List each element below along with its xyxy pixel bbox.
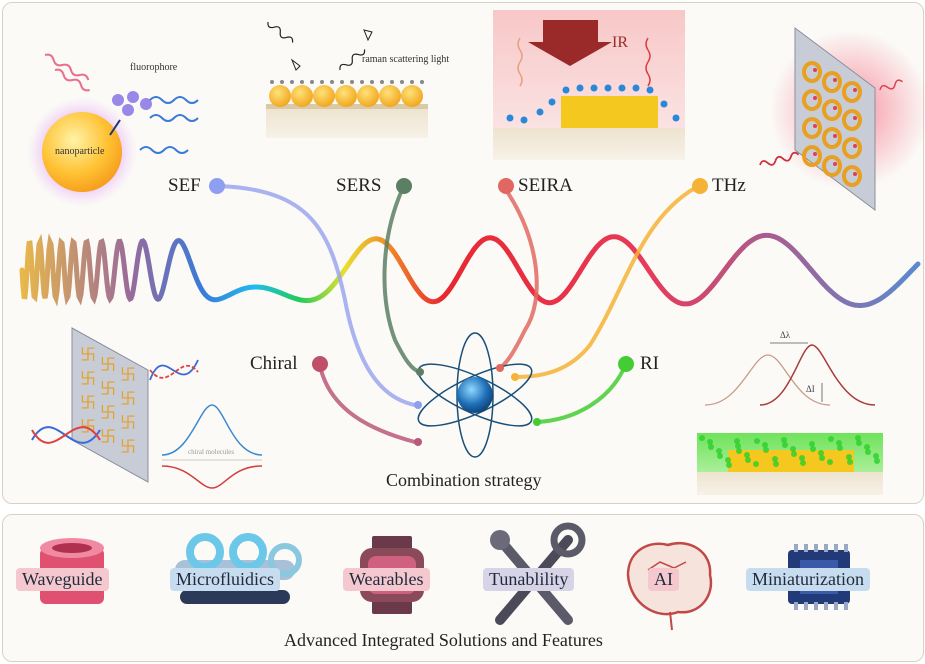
svg-text:卐: 卐 xyxy=(120,389,136,408)
atom-icon xyxy=(414,332,541,458)
svg-text:卐: 卐 xyxy=(120,413,136,432)
feature-wearables: Wearables xyxy=(343,568,430,591)
nanoparticle-label: nanoparticle xyxy=(55,146,105,157)
seira-curve xyxy=(498,188,539,370)
sers-dot xyxy=(396,178,412,194)
chiral-curve xyxy=(318,365,416,444)
feature-tunability: Tunablility xyxy=(483,568,575,591)
svg-text:卐: 卐 xyxy=(80,345,96,364)
thz-curve xyxy=(514,186,697,379)
delta-lambda-label: Δλ xyxy=(780,330,791,340)
feature-waveguide: Waveguide xyxy=(16,568,109,591)
sers-curve xyxy=(382,189,421,374)
top-panel xyxy=(2,2,924,504)
feature-miniaturization: Miniaturization xyxy=(746,568,870,591)
svg-text:卐: 卐 xyxy=(80,369,96,388)
sers-illustration xyxy=(266,21,428,138)
raman-label: raman scattering light xyxy=(362,54,450,65)
sers-label: SERS xyxy=(336,175,382,196)
sef-dot xyxy=(209,178,225,194)
sef-illustration xyxy=(27,53,199,207)
feature-ai: AI xyxy=(648,568,679,591)
svg-text:卐: 卐 xyxy=(80,393,96,412)
svg-text:卐: 卐 xyxy=(100,379,116,398)
ri-curve xyxy=(536,365,627,424)
svg-text:卐: 卐 xyxy=(120,365,136,384)
ri-illustration xyxy=(697,342,883,495)
advanced-solutions-caption: Advanced Integrated Solutions and Featur… xyxy=(284,630,603,650)
svg-text:卐: 卐 xyxy=(100,427,116,446)
thz-dot xyxy=(692,178,708,194)
chiral-molecules-label: chiral molecules xyxy=(188,448,235,456)
thz-label: THz xyxy=(712,175,746,196)
main-wave xyxy=(19,232,921,308)
fluorophore-label: fluorophore xyxy=(130,62,178,73)
sef-label: SEF xyxy=(168,175,201,196)
svg-text:卐: 卐 xyxy=(100,355,116,374)
sef-curve xyxy=(219,184,416,407)
chiral-label: Chiral xyxy=(250,353,298,374)
svg-text:卐: 卐 xyxy=(100,403,116,422)
ir-label: IR xyxy=(612,34,628,51)
combination-strategy-caption: Combination strategy xyxy=(386,470,542,490)
thz-illustration xyxy=(759,27,925,211)
seira-illustration xyxy=(493,10,685,160)
chiral-dot xyxy=(312,356,328,372)
svg-text:卐: 卐 xyxy=(120,437,136,456)
ri-label: RI xyxy=(640,353,659,374)
feature-microfluidics: Microfluidics xyxy=(170,568,280,591)
seira-dot xyxy=(498,178,514,194)
ri-dot xyxy=(618,356,634,372)
seira-label: SEIRA xyxy=(518,175,573,196)
delta-i-label: ΔI xyxy=(806,384,815,394)
